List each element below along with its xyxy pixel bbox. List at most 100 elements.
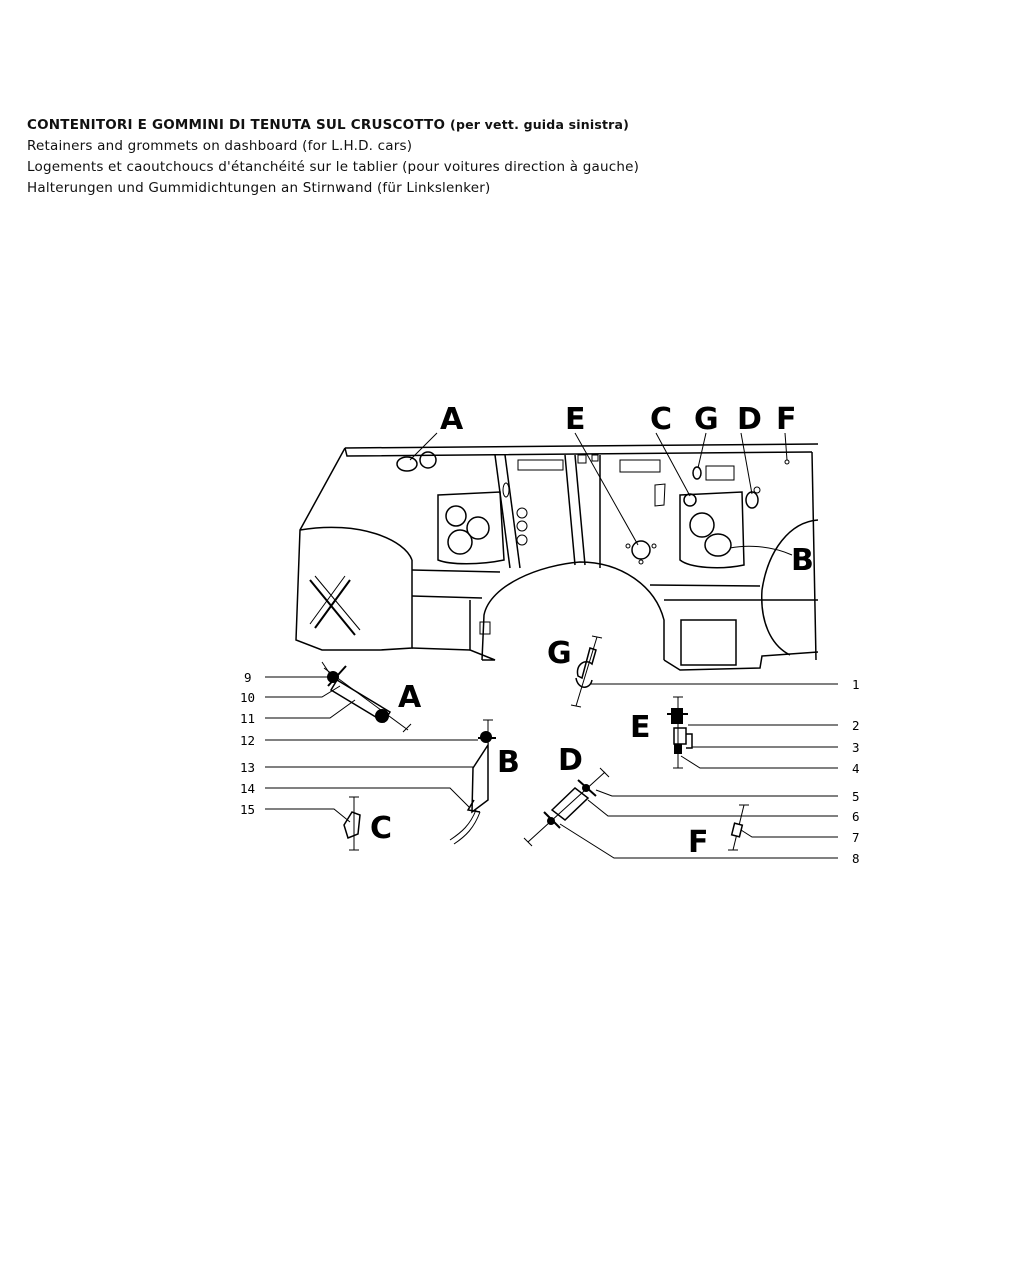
caption-english: Retainers and grommets on dashboard (for… xyxy=(27,138,413,154)
panel-hole-l4 xyxy=(516,507,528,519)
panel-floor-box xyxy=(680,619,737,666)
detail-g-letter: G xyxy=(547,636,572,671)
leader-e xyxy=(574,432,639,546)
leader-4 xyxy=(680,755,838,769)
detail-b-cable-2 xyxy=(453,811,481,845)
detail-c-axis-ends xyxy=(349,796,359,851)
panel-rail-right-upper xyxy=(649,584,761,587)
callout-a: A xyxy=(440,402,464,437)
part-number-10: 10 xyxy=(240,690,255,705)
detail-e-clip xyxy=(686,733,693,749)
grommet-a-hole xyxy=(396,456,418,472)
part-number-12: 12 xyxy=(240,733,255,748)
detail-e-letter: E xyxy=(630,710,651,745)
panel-right-recess xyxy=(679,491,745,569)
detail-f-letter: F xyxy=(688,825,709,860)
detail-e-axis-ends xyxy=(673,696,683,769)
callout-d: D xyxy=(737,402,762,437)
leader-11 xyxy=(265,699,356,719)
part-number-2: 2 xyxy=(852,718,860,733)
leader-5 xyxy=(595,789,838,797)
leader-8 xyxy=(559,823,838,859)
part-numbers: 1 2 3 4 5 6 7 8 9 10 11 12 13 14 15 xyxy=(240,670,860,866)
panel-round-boss xyxy=(419,451,437,469)
grommet-f-hole xyxy=(784,459,790,465)
detail-g-collar xyxy=(575,677,593,688)
panel-left-recess xyxy=(437,491,505,565)
panel-top-edge xyxy=(344,443,819,449)
grommet-g-hole xyxy=(692,466,702,480)
detail-a-flange xyxy=(327,665,347,687)
panel-slot-top-3 xyxy=(577,454,587,464)
detail-d-axis-ends xyxy=(523,767,610,847)
grommet-d-hole xyxy=(745,491,759,509)
part-number-6: 6 xyxy=(852,809,860,824)
detail-a-grommet-top xyxy=(327,671,339,683)
detail-g-axis-ends xyxy=(570,635,603,708)
detail-g-axis xyxy=(575,636,598,707)
grommet-e-hole xyxy=(631,540,651,560)
panel-hole-l6 xyxy=(516,534,528,546)
panel-top-lip xyxy=(344,447,813,457)
panel-right-edge xyxy=(811,451,817,661)
panel-rivet-e3 xyxy=(638,559,644,565)
detail-e-grommet xyxy=(671,708,683,724)
detail-a-letter: A xyxy=(398,680,422,715)
leader-6 xyxy=(587,799,838,817)
detail-e-plug xyxy=(674,744,682,754)
part-number-1: 1 xyxy=(852,677,860,692)
part-number-15: 15 xyxy=(240,802,255,817)
detail-d: D xyxy=(523,743,610,847)
panel-slot-top-2 xyxy=(619,459,661,473)
detail-g: G xyxy=(547,635,603,708)
part-number-4: 4 xyxy=(852,761,860,776)
panel-slot-l xyxy=(502,482,510,498)
panel-slot-top-4 xyxy=(591,454,599,462)
part-number-14: 14 xyxy=(240,781,255,796)
panel-channel-3 xyxy=(564,454,576,566)
panel-bottom-left-edge xyxy=(411,647,471,651)
detail-f-grommet xyxy=(730,822,744,838)
part-leaders xyxy=(265,676,838,859)
leader-15 xyxy=(265,808,351,823)
detail-b-letter: B xyxy=(497,745,520,780)
panel-hole-r1 xyxy=(689,512,715,538)
panel-rivet-e2 xyxy=(651,543,657,549)
panel-slot-top-1 xyxy=(517,459,564,471)
leader-c xyxy=(655,432,691,497)
part-number-13: 13 xyxy=(240,760,255,775)
callout-b: B xyxy=(791,543,814,578)
panel-rail-left-lower xyxy=(411,595,483,599)
grommet-b-hole xyxy=(704,533,732,557)
callout-e: E xyxy=(565,402,586,437)
part-number-11: 11 xyxy=(240,711,255,726)
caption-german: Halterungen und Gummidichtungen an Stirn… xyxy=(27,180,491,196)
leader-10 xyxy=(265,685,341,698)
part-number-8: 8 xyxy=(852,851,860,866)
callout-g: G xyxy=(694,402,719,437)
leader-14 xyxy=(265,787,471,809)
leader-f xyxy=(784,432,788,461)
detail-d-axis xyxy=(527,771,606,843)
panel-channel-4 xyxy=(574,454,586,566)
panel-slot-top-5 xyxy=(705,465,735,481)
leader-d xyxy=(740,432,753,495)
panel-hole-l1 xyxy=(445,505,467,527)
detail-d-letter: D xyxy=(558,743,583,778)
panel-bottom-right-edge xyxy=(663,651,819,671)
panel-channel-2 xyxy=(504,454,521,569)
detail-c-grommet xyxy=(343,811,361,839)
panel-hole-l5 xyxy=(516,520,528,532)
dashboard-panel xyxy=(295,443,819,671)
caption-french: Logements et caoutchoucs d'étanchéité su… xyxy=(27,159,640,175)
part-number-5: 5 xyxy=(852,789,860,804)
caption-italian-main: CONTENITORI E GOMMINI DI TENUTA SUL CRUS… xyxy=(27,117,446,133)
detail-e-sleeve xyxy=(673,727,687,745)
detail-d-retainer xyxy=(550,787,590,821)
detail-b: B xyxy=(449,719,520,845)
part-number-3: 3 xyxy=(852,740,860,755)
panel-tunnel-arch xyxy=(481,561,665,661)
panel-channel-1 xyxy=(494,454,511,569)
leader-7 xyxy=(740,829,838,838)
